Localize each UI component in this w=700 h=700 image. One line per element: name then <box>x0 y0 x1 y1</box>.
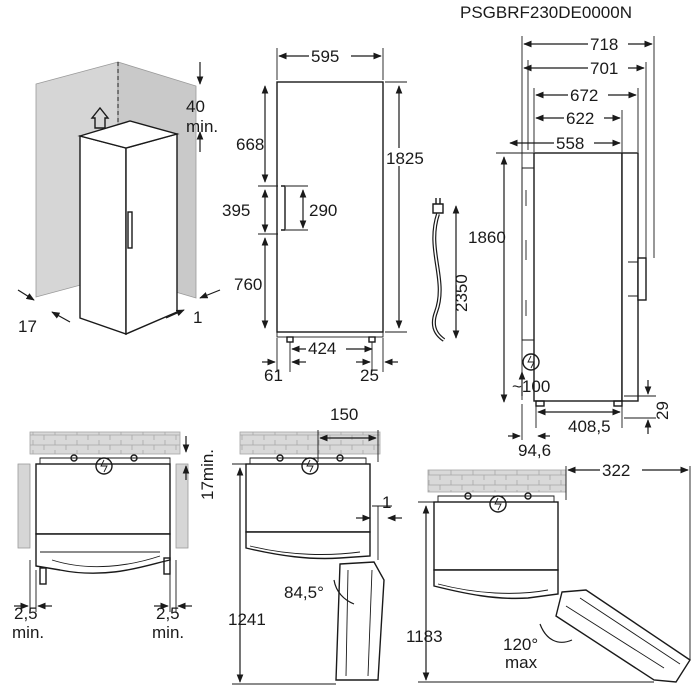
plan2-open-door <box>335 561 385 681</box>
plan2-swing-value: 1241 <box>228 610 266 629</box>
plan3-wall <box>427 469 567 493</box>
plan3-swing-value: 1183 <box>406 627 443 646</box>
plan1-right-wall <box>175 463 189 549</box>
depth-cabinet-value: 622 <box>566 109 594 128</box>
plan1-wall <box>29 431 181 455</box>
front-cabinet <box>276 81 384 333</box>
plug-icon <box>432 198 444 214</box>
top-clearance-unit: min. <box>186 117 218 136</box>
depth-handle-value: 701 <box>590 59 618 78</box>
handle-zone-value: 395 <box>222 201 250 220</box>
upper-section-value: 668 <box>236 135 264 154</box>
plan1-left-gap-value: 2,5 <box>14 604 38 623</box>
plan3-angle-unit: max <box>505 653 538 672</box>
plan-view-door-90: 150 1 84,5° 1241 <box>228 405 402 685</box>
plan2-socket-icon <box>301 457 319 475</box>
left-clearance-arrow <box>17 289 35 301</box>
plan1-left-wall <box>17 463 31 549</box>
left-foot-value: 61 <box>264 366 283 385</box>
side-foot-front <box>613 400 623 407</box>
right-clearance-arrow <box>199 289 221 299</box>
plan3-angle-arc <box>539 623 573 643</box>
fridge-handle <box>127 211 133 249</box>
side-back-detail <box>521 167 534 341</box>
handle-length-value: 290 <box>309 201 337 220</box>
cable-length-value: 2350 <box>452 274 471 312</box>
perspective-view: 40 min. 17 1 <box>17 61 221 336</box>
depth-total-value: 718 <box>590 35 618 54</box>
plan3-socket-icon <box>489 495 507 513</box>
rear-offset-value: 94,6 <box>518 441 551 460</box>
cable-view: 2350 <box>431 198 471 342</box>
fridge-front <box>79 135 127 335</box>
side-foot-rear <box>535 400 545 407</box>
plan1-cabinet <box>35 463 171 535</box>
front-view: 595 1825 668 395 760 290 424 61 25 <box>222 46 426 385</box>
plan2-side-gap-value: 1 <box>382 493 391 512</box>
model-code: PSGBRF230DE0000N <box>460 3 632 22</box>
top-clearance-value: 40 <box>186 97 205 116</box>
plan-view-door-120: 322 120° max 1183 <box>406 460 691 683</box>
side-view: 718 701 672 622 558 1860 ~100 29 408,5 9… <box>468 34 672 460</box>
depth-door-value: 672 <box>570 86 598 105</box>
side-door <box>621 152 639 402</box>
plan3-open-door <box>555 589 691 683</box>
plan2-angle-arc <box>333 579 355 605</box>
plan2-angle-value: 84,5° <box>284 583 324 602</box>
left-clearance-arrow-2 <box>51 311 71 323</box>
side-handle <box>637 257 647 301</box>
lower-section-value: 760 <box>234 275 262 294</box>
plan3-door-frame <box>433 569 559 600</box>
vent-arrow-icon <box>90 106 110 129</box>
fridge-top <box>77 120 180 149</box>
plan2-hinge-value: 150 <box>330 405 358 424</box>
front-foot-right <box>368 336 376 343</box>
foot-depth-value: 408,5 <box>568 417 611 436</box>
right-clearance-arrow-2 <box>165 309 185 319</box>
front-handle <box>281 185 286 231</box>
front-width-value: 595 <box>311 47 339 66</box>
socket-height-value: ~100 <box>512 377 550 396</box>
socket-icon <box>522 353 540 371</box>
right-clearance-value: 1 <box>193 308 202 327</box>
plan3-angle-value: 120° <box>503 635 538 654</box>
front-height-value: 1825 <box>386 149 424 168</box>
plan2-door-frame <box>245 531 371 560</box>
plan1-door <box>35 533 171 574</box>
plan3-door-offset-value: 322 <box>602 461 630 480</box>
plan1-right-gap-unit: min. <box>152 623 184 642</box>
plan1-socket-icon <box>95 457 113 475</box>
fridge-side <box>125 133 178 336</box>
plan3-cabinet <box>433 501 559 571</box>
plan1-right-gap-value: 2,5 <box>156 604 180 623</box>
front-foot-left <box>286 336 294 343</box>
right-foot-value: 25 <box>360 366 379 385</box>
plan2-wall <box>239 431 381 455</box>
front-base <box>276 331 384 338</box>
left-clearance-value: 17 <box>18 317 37 336</box>
side-height-value: 1860 <box>468 228 506 247</box>
side-cabinet <box>533 152 623 402</box>
vent-height-value: 29 <box>653 401 672 420</box>
plan-view-clearances: 17min. 2,5 min. 2,5 min. <box>12 431 217 642</box>
plan2-cabinet <box>245 463 371 533</box>
plan1-left-gap-unit: min. <box>12 623 44 642</box>
plan1-wall-gap-value: 17min. <box>198 449 217 500</box>
feet-spacing-value: 424 <box>308 339 336 358</box>
depth-body-value: 558 <box>556 134 584 153</box>
